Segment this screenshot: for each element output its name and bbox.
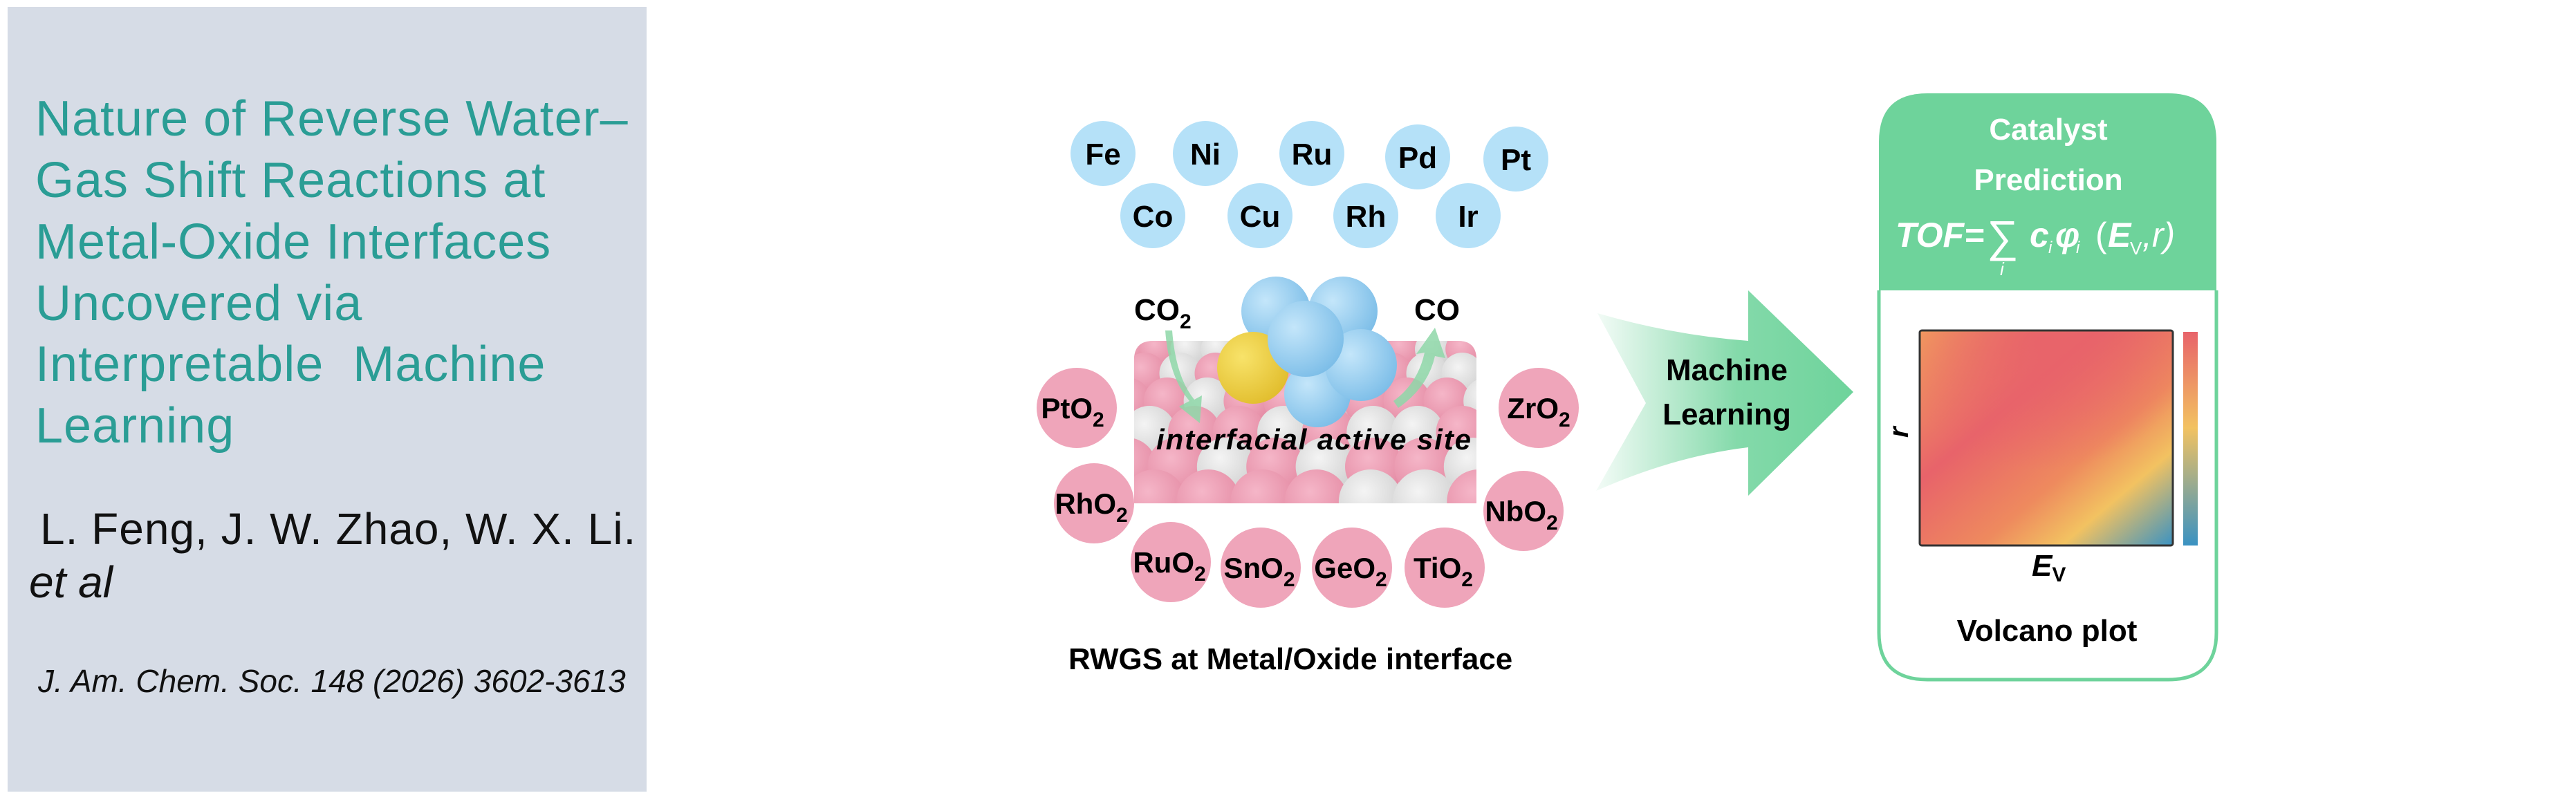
surface-atom (1134, 469, 1187, 503)
volcano-heatmap (1918, 329, 2174, 547)
svg-text:Pd: Pd (1398, 141, 1437, 175)
surface-atom (1230, 469, 1295, 503)
svg-text:SnO2: SnO2 (1223, 552, 1295, 591)
title-line: Nature of Reverse Water– (35, 91, 629, 147)
metal-bubble-rh: Rh (1333, 183, 1398, 248)
svg-text:c: c (2030, 216, 2049, 254)
svg-text:Machine: Machine (1666, 353, 1788, 387)
svg-text:RhO2: RhO2 (1055, 487, 1127, 527)
svg-text:i: i (2000, 259, 2005, 279)
svg-text:E: E (2108, 216, 2132, 254)
svg-text:Fe: Fe (1085, 138, 1120, 171)
svg-text:CO2: CO2 (1134, 293, 1192, 333)
svg-text:Ni: Ni (1190, 138, 1221, 171)
co2-adsorption-arrow (1165, 330, 1202, 423)
paper-info-panel (8, 7, 647, 792)
surface-atom (1338, 469, 1402, 503)
card-title: Catalyst (1989, 113, 2108, 147)
title-line: Gas Shift Reactions at (35, 153, 546, 208)
svg-text:Rh: Rh (1346, 200, 1387, 234)
surface-atom (1284, 469, 1349, 503)
svg-text:Ru: Ru (1292, 138, 1333, 171)
oxide-bubble-pto2: PtO2 (1037, 368, 1117, 448)
product-label: CO (1414, 293, 1460, 327)
metal-bubble-ir: Ir (1436, 183, 1501, 248)
oxide-bubble-rho2: RhO2 (1054, 463, 1134, 543)
et-al: et al (29, 557, 113, 607)
svg-text:TOF=: TOF= (1896, 216, 1984, 254)
metal-cluster (1217, 277, 1397, 427)
x-axis-label: EV (2032, 549, 2066, 586)
metal-bubble-pd: Pd (1385, 124, 1450, 189)
svg-text:Cu: Cu (1240, 200, 1281, 234)
metal-bubbles: Fe Ni Ru Pd Pt Co Cu Rh Ir (1071, 121, 1548, 248)
svg-text:ZrO2: ZrO2 (1507, 392, 1570, 431)
card-title: Prediction (1974, 163, 2122, 197)
y-axis-label: r (1884, 425, 1914, 438)
machine-learning-arrow: Machine Learning (1596, 290, 1853, 496)
metal-bubble-ru: Ru (1279, 121, 1344, 186)
svg-text:Learning: Learning (1662, 398, 1791, 431)
svg-text:,r): ,r) (2142, 216, 2175, 254)
title-line: Learning (35, 398, 235, 454)
svg-text:EV: EV (2032, 549, 2066, 586)
oxide-bubble-ruo2: RuO2 (1131, 522, 1211, 602)
oxide-bubble-tio2: TiO2 (1405, 528, 1485, 608)
reactant-label: CO2 (1134, 293, 1192, 333)
oxide-bubble-sno2: SnO2 (1221, 528, 1301, 608)
svg-text:φ: φ (2055, 216, 2079, 254)
metal-bubble-pt: Pt (1483, 127, 1548, 192)
svg-text:Co: Co (1133, 200, 1174, 234)
metal-bubble-fe: Fe (1071, 121, 1136, 186)
svg-text:∑: ∑ (1987, 212, 2019, 261)
surface-atom (1393, 469, 1457, 503)
surface-atom (1176, 469, 1241, 503)
svg-text:NbO2: NbO2 (1485, 495, 1557, 534)
oxide-bubble-nbo2: NbO2 (1483, 471, 1564, 551)
metal-bubble-co: Co (1120, 183, 1185, 248)
metal-bubble-ni: Ni (1173, 121, 1238, 186)
svg-text:i: i (2076, 239, 2080, 257)
title-line: Metal-Oxide Interfaces (35, 214, 552, 270)
svg-text:Ir: Ir (1458, 200, 1478, 234)
svg-text:i: i (2048, 239, 2053, 257)
authors: L. Feng, J. W. Zhao, W. X. Li. (40, 504, 637, 554)
surface-atom (1447, 469, 1476, 503)
svg-text:PtO2: PtO2 (1041, 392, 1104, 431)
svg-text:RuO2: RuO2 (1133, 546, 1205, 586)
svg-text:V: V (2130, 238, 2142, 259)
title-line: Uncovered via (35, 276, 363, 331)
metal-bubble-cu: Cu (1227, 183, 1292, 248)
oxide-bubble-geo2: GeO2 (1312, 528, 1392, 608)
co-desorption-arrow (1393, 328, 1445, 408)
oxide-bubbles: PtO2 RhO2 RuO2 SnO2 GeO2 TiO2 NbO2 ZrO2 (1037, 368, 1579, 608)
colorbar (2183, 332, 2198, 545)
volcano-plot-caption: Volcano plot (1957, 614, 2138, 648)
svg-text:Pt: Pt (1501, 143, 1531, 177)
tof-formula: TOF= ∑ i c i φ i ( E V ,r) (1896, 212, 2175, 279)
journal-citation: J. Am. Chem. Soc. 148 (2026) 3602-3613 (38, 663, 626, 699)
title-line: Interpretable Machine (35, 337, 546, 392)
interfacial-site-label: interfacial active site (1156, 423, 1471, 456)
left-figure-caption: RWGS at Metal/Oxide interface (1068, 642, 1512, 676)
catalyst-prediction-card: Catalyst Prediction TOF= ∑ i c i φ i ( E… (1877, 93, 2218, 682)
oxide-bubble-zro2: ZrO2 (1499, 368, 1579, 448)
svg-text:TiO2: TiO2 (1414, 552, 1473, 591)
svg-text:GeO2: GeO2 (1314, 552, 1387, 591)
svg-text:(: ( (2095, 216, 2107, 254)
